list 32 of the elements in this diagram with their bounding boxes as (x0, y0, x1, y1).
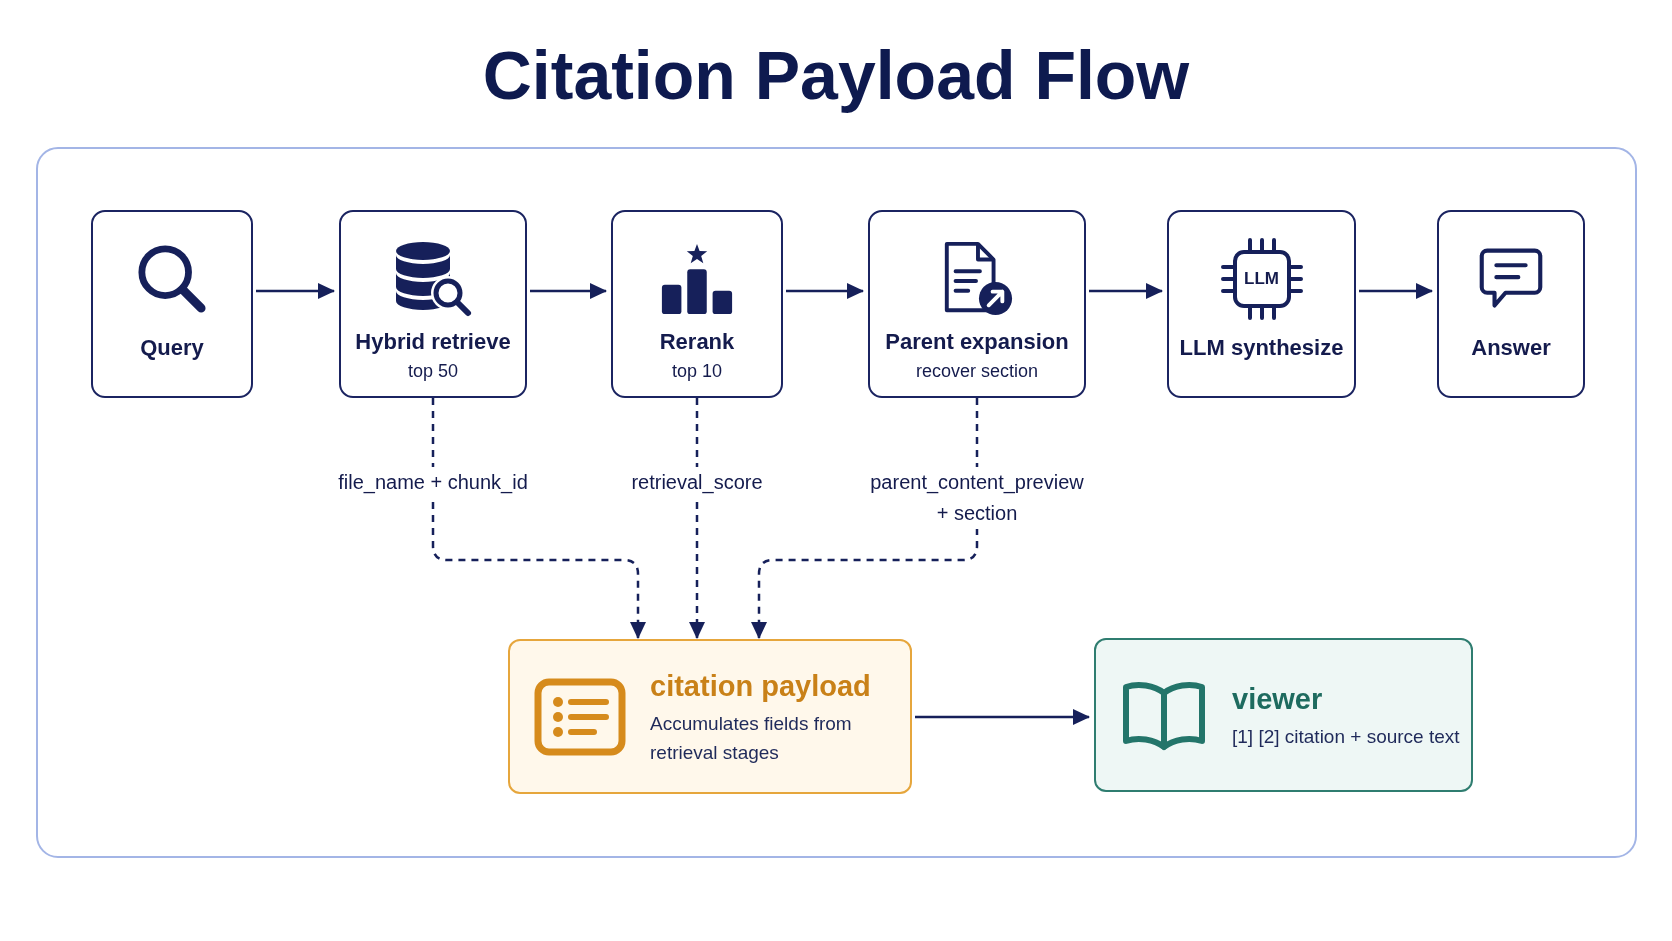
process-box (1437, 210, 1585, 398)
card-title: viewer (1232, 681, 1324, 717)
diagram-title: Citation Payload Flow (482, 36, 1190, 115)
arrow (1089, 283, 1163, 299)
arrow (915, 709, 1090, 725)
process-box (1167, 210, 1356, 398)
node-title: Query (140, 334, 204, 362)
process-box (339, 210, 527, 398)
process-box (868, 210, 1086, 398)
dashed-arrow (751, 398, 979, 639)
node-title: Hybrid retrieve (355, 328, 511, 356)
dashed-arrow (689, 398, 705, 639)
card-title: citation payload (650, 668, 872, 704)
node-subtitle: top 10 (671, 360, 722, 383)
node-title: Answer (1471, 334, 1551, 362)
process-box (91, 210, 253, 398)
node-title: LLM synthesize (1179, 334, 1344, 362)
viewer-card (1094, 638, 1473, 792)
chip-label: LLM (1244, 269, 1279, 289)
node-subtitle: recover section (915, 360, 1039, 383)
card-description: [1] [2] citation + source text (1232, 724, 1460, 749)
arrow (530, 283, 607, 299)
payload-card (508, 639, 912, 794)
node-title: Parent expansion (885, 328, 1069, 356)
arrow (256, 283, 335, 299)
arrow (786, 283, 864, 299)
arrow (1359, 283, 1433, 299)
node-subtitle: top 50 (407, 360, 458, 383)
node-title: Rerank (659, 328, 735, 356)
card-description: Accumulates fields from retrieval stages (650, 711, 853, 765)
process-box (611, 210, 783, 398)
dashed-arrow (431, 398, 646, 639)
